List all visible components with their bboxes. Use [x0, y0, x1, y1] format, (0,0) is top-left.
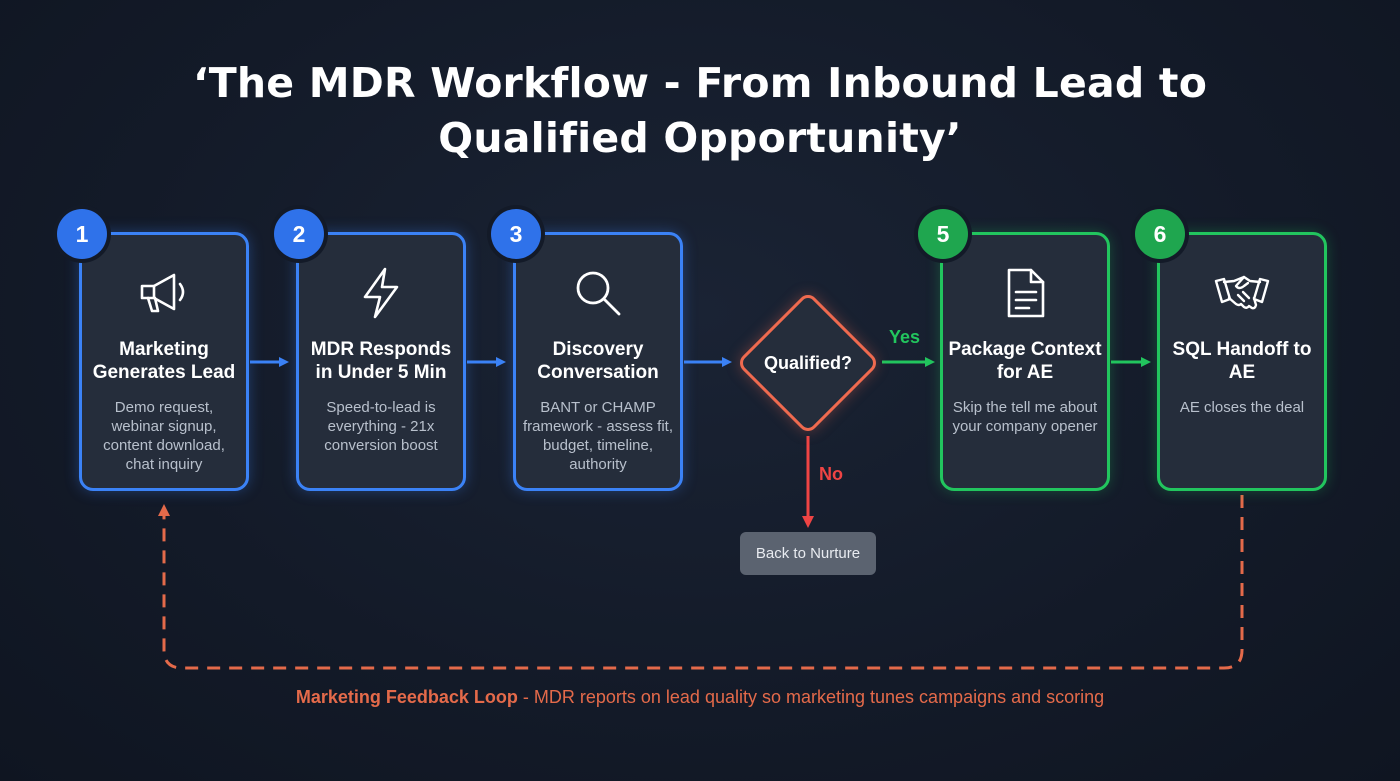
magnifier-icon [570, 265, 626, 321]
yes-label: Yes [889, 327, 921, 347]
feedback-loop-caption: Marketing Feedback Loop - MDR reports on… [0, 685, 1400, 709]
feedback-loop-title: Marketing Feedback Loop [295, 687, 518, 707]
step-number-badge: 5 [918, 209, 968, 259]
step-description: Demo request, webinar signup, content do… [103, 399, 225, 473]
step-number-badge: 6 [1135, 209, 1185, 259]
step-title: Marketing Generates Lead [92, 339, 236, 383]
step-description: AE closes the deal [1179, 399, 1305, 416]
step-title: SQL Handoff to AE [1172, 339, 1312, 383]
step-number-badge: 3 [491, 209, 541, 259]
step-description: BANT or CHAMP framework - assess fit, bu… [522, 399, 674, 473]
step-number-badge: 2 [274, 209, 324, 259]
decision-label: Qualified? [763, 353, 852, 373]
step-card-5: Package Context for AE Skip the tell me … [940, 232, 1110, 491]
step-card-1: Marketing Generates Lead Demo request, w… [79, 232, 249, 491]
title-line-1: ‘The MDR Workflow - From Inbound Lead to [192, 59, 1208, 107]
document-icon [997, 265, 1053, 321]
step-number-badge: 1 [57, 209, 107, 259]
feedback-loop-path [158, 495, 1244, 670]
step-description: Speed-to-lead is everything - 21x conver… [324, 399, 438, 454]
feedback-loop-text: - MDR reports on lead quality so marketi… [517, 687, 1105, 707]
decision-node: Qualified? [735, 290, 881, 436]
step-title: Discovery Conversation [537, 339, 659, 383]
step-card-2: MDR Responds in Under 5 Min Speed-to-lea… [296, 232, 466, 491]
step-card-3: Discovery Conversation BANT or CHAMP fra… [513, 232, 683, 491]
step-title: Package Context for AE [948, 339, 1102, 383]
back-to-nurture-box: Back to Nurture [740, 532, 876, 575]
page-title: ‘The MDR Workflow - From Inbound Lead to… [0, 56, 1400, 166]
step-title: MDR Responds in Under 5 Min [310, 339, 452, 383]
megaphone-icon [136, 265, 192, 321]
step-description: Skip the tell me about your company open… [952, 399, 1098, 435]
title-line-2: Qualified Opportunity’ [438, 114, 962, 162]
handshake-icon [1214, 265, 1270, 321]
no-label: No [819, 464, 843, 484]
step-card-6: SQL Handoff to AE AE closes the deal [1157, 232, 1327, 491]
lightning-icon [353, 265, 409, 321]
